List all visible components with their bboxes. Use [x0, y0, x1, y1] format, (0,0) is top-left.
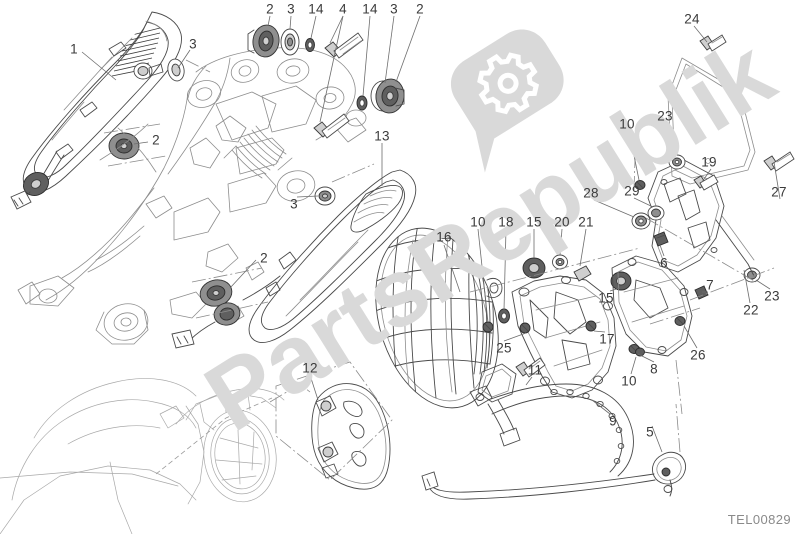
upper-hardware-row: [247, 24, 405, 139]
callout-2: 2: [416, 1, 424, 17]
callout-3: 3: [189, 36, 197, 52]
tail-light-assembly-right: [171, 163, 417, 349]
callout-5: 5: [646, 424, 654, 440]
callout-1: 1: [70, 41, 78, 57]
callout-14: 14: [362, 1, 378, 17]
callout-6: 6: [660, 255, 668, 271]
callout-29: 29: [624, 183, 640, 199]
grille-guard: [372, 223, 503, 409]
callout-14: 14: [308, 1, 324, 17]
subframe-structure: [17, 47, 367, 345]
mud-guard-12: [275, 361, 393, 490]
callout-28: 28: [583, 185, 599, 201]
callout-4: 4: [339, 1, 347, 17]
tail-rail-assembly: [421, 357, 687, 500]
callout-8: 8: [650, 361, 658, 377]
callout-19: 19: [701, 154, 717, 170]
callout-18: 18: [498, 214, 514, 230]
callout-22: 22: [743, 302, 759, 318]
leader-lines: [81, 15, 781, 453]
callout-25: 25: [496, 340, 512, 356]
callout-23: 23: [657, 108, 673, 124]
callout-3: 3: [390, 1, 398, 17]
callout-15: 15: [598, 290, 614, 306]
plate-holder-support: [611, 34, 795, 415]
diagram-code: TEL00829: [727, 512, 791, 527]
callout-10: 10: [621, 373, 637, 389]
callout-27: 27: [771, 184, 787, 200]
plate-bracket-assembly: [469, 247, 641, 399]
callout-12: 12: [302, 360, 318, 376]
callout-23: 23: [764, 288, 780, 304]
motorcycle-silhouette: [0, 378, 311, 534]
callout-9: 9: [609, 413, 617, 429]
callout-2: 2: [266, 1, 274, 17]
callout-24: 24: [684, 11, 700, 27]
callout-21: 21: [578, 214, 594, 230]
callout-17: 17: [599, 331, 615, 347]
callout-2: 2: [152, 132, 160, 148]
callout-2: 2: [260, 250, 268, 266]
callout-10: 10: [619, 116, 635, 132]
callout-26: 26: [690, 347, 706, 363]
callout-10: 10: [470, 214, 486, 230]
tail-light-assembly-left: [10, 11, 211, 210]
callout-11: 11: [527, 362, 543, 378]
callout-3: 3: [287, 1, 295, 17]
callout-15: 15: [526, 214, 542, 230]
callout-13: 13: [374, 128, 390, 144]
callout-16: 16: [436, 229, 452, 245]
callout-7: 7: [706, 277, 714, 293]
callout-3: 3: [290, 196, 298, 212]
callout-20: 20: [554, 214, 570, 230]
